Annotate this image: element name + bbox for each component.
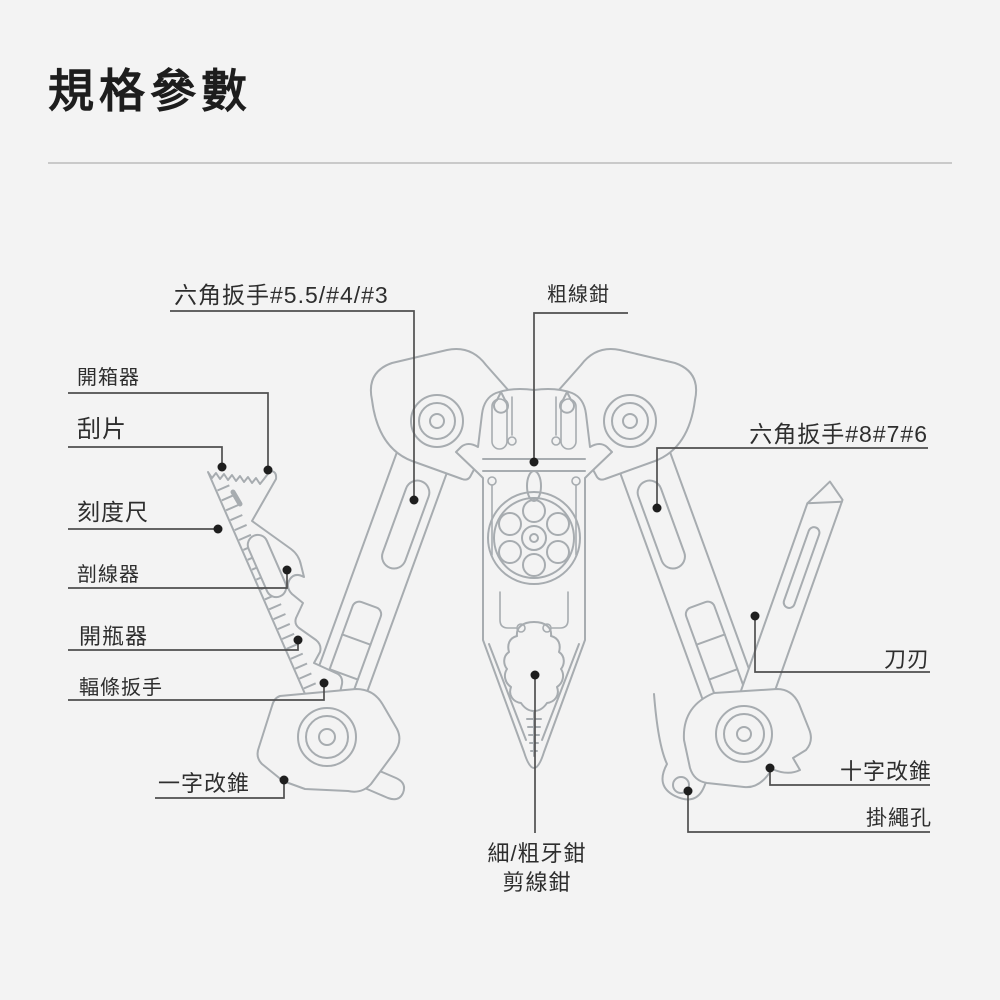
callout-jaws-line1: 細/粗牙鉗 <box>487 841 587 866</box>
dot-phillips <box>765 763 775 773</box>
dot-spoke-wrench <box>319 678 329 688</box>
callout-spoke-wrench: 輻條扳手 <box>79 677 163 699</box>
leader-spoke-wrench <box>68 684 325 701</box>
dot-blade <box>750 611 760 621</box>
leader-lanyard-hole <box>687 792 930 833</box>
callout-scale-ruler: 刻度尺 <box>77 499 149 525</box>
title-divider <box>48 162 952 164</box>
callout-jaws-line2: 剪線鉗 <box>502 869 572 895</box>
bottom-left-pivot <box>256 688 406 801</box>
leader-box-opener <box>68 392 269 470</box>
callout-coarse-wire-pliers: 粗線鉗 <box>547 284 610 306</box>
callout-bottle-opener: 開瓶器 <box>79 624 149 649</box>
callout-dots <box>213 457 775 796</box>
callout-box-opener: 開箱器 <box>77 367 140 389</box>
leader-blade <box>754 617 930 673</box>
dot-bottle-opener <box>293 635 303 645</box>
leader-scraper <box>68 446 223 467</box>
leader-wire-stripper <box>68 571 288 589</box>
dot-box-opener <box>263 465 273 475</box>
leader-lines <box>68 310 930 833</box>
dot-hex-wrench-large <box>652 503 662 513</box>
leader-flathead <box>155 781 285 799</box>
bottom-right-pivot <box>682 688 812 789</box>
leader-hex-wrench-small <box>170 310 415 500</box>
dot-hex-wrench-small <box>409 495 419 505</box>
leader-hex-wrench-large <box>656 447 928 509</box>
page-title: 規格參數 <box>48 65 252 117</box>
lanyard-hole-circle <box>672 776 690 794</box>
callout-flathead-screwdriver: 一字改錐 <box>158 771 251 796</box>
dot-wire-stripper <box>282 565 292 575</box>
callout-hex-wrench-large: 六角扳手#8#7#6 <box>749 421 928 447</box>
dot-scale-ruler <box>213 524 223 534</box>
right-handle <box>595 374 771 757</box>
cam-wheel <box>487 491 581 585</box>
callout-jaws: 細/粗牙鉗 剪線鉗 <box>437 840 637 897</box>
callout-blade: 刀刃 <box>883 647 930 672</box>
leader-coarse-wire-pliers <box>533 312 628 462</box>
dot-jaws <box>530 670 540 680</box>
leader-phillips <box>769 769 930 786</box>
plier-head <box>455 388 613 769</box>
dot-scraper <box>217 462 227 472</box>
callout-wire-stripper: 剖線器 <box>77 564 140 586</box>
dot-flathead <box>279 775 289 785</box>
callout-lanyard-hole: 掛繩孔 <box>866 807 932 830</box>
dot-coarse-wire-pliers <box>529 457 539 467</box>
dot-lanyard-hole <box>683 786 693 796</box>
callout-phillips-screwdriver: 十字改錐 <box>839 759 932 784</box>
callout-scraper: 刮片 <box>77 416 127 443</box>
callout-hex-wrench-small: 六角扳手#5.5/#4/#3 <box>174 282 389 308</box>
